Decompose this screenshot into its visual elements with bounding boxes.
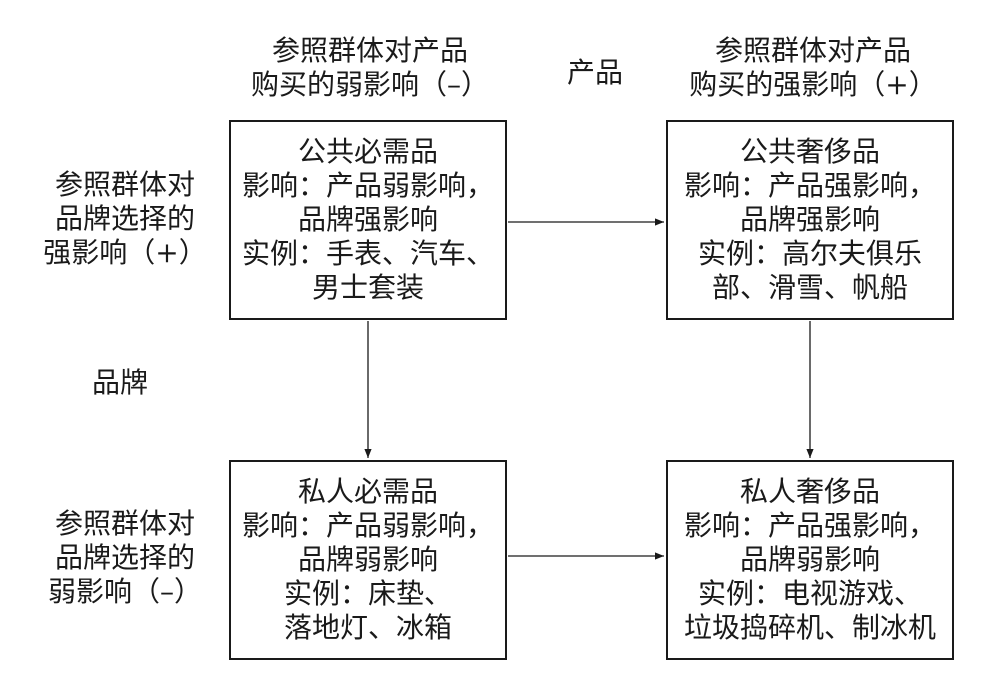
public-necessity-box: 公共必需品 影响：产品弱影响， 品牌强影响 实例：手表、汽车、 男士套装 <box>229 120 507 320</box>
strong-brand-influence-label: 参照群体对 品牌选择的 强影响（+） <box>43 168 207 269</box>
private-necessity-box: 私人必需品 影响：产品弱影响， 品牌弱影响 实例：床垫、 落地灯、冰箱 <box>229 460 507 660</box>
weak-product-influence-header: 参照群体对产品 购买的弱影响（–） <box>250 34 489 101</box>
public-luxury-text: 公共奢侈品 影响：产品强影响， 品牌强影响 实例：高尔夫俱乐 部、滑雪、帆船 <box>683 135 936 304</box>
strong-product-influence-header: 参照群体对产品 购买的强影响（+） <box>689 34 937 101</box>
product-axis-label: 产品 <box>566 56 623 89</box>
private-luxury-text: 私人奢侈品 影响：产品强影响， 品牌弱影响 实例：电视游戏、 垃圾捣碎机、制冰机 <box>683 475 936 644</box>
private-necessity-text: 私人必需品 影响：产品弱影响， 品牌弱影响 实例：床垫、 落地灯、冰箱 <box>241 475 494 644</box>
brand-axis-label: 品牌 <box>91 366 148 399</box>
public-necessity-text: 公共必需品 影响：产品弱影响， 品牌强影响 实例：手表、汽车、 男士套装 <box>241 135 494 304</box>
private-luxury-box: 私人奢侈品 影响：产品强影响， 品牌弱影响 实例：电视游戏、 垃圾捣碎机、制冰机 <box>666 460 954 660</box>
weak-brand-influence-label: 参照群体对 品牌选择的 弱影响（–） <box>47 507 202 608</box>
public-luxury-box: 公共奢侈品 影响：产品强影响， 品牌强影响 实例：高尔夫俱乐 部、滑雪、帆船 <box>666 120 954 320</box>
